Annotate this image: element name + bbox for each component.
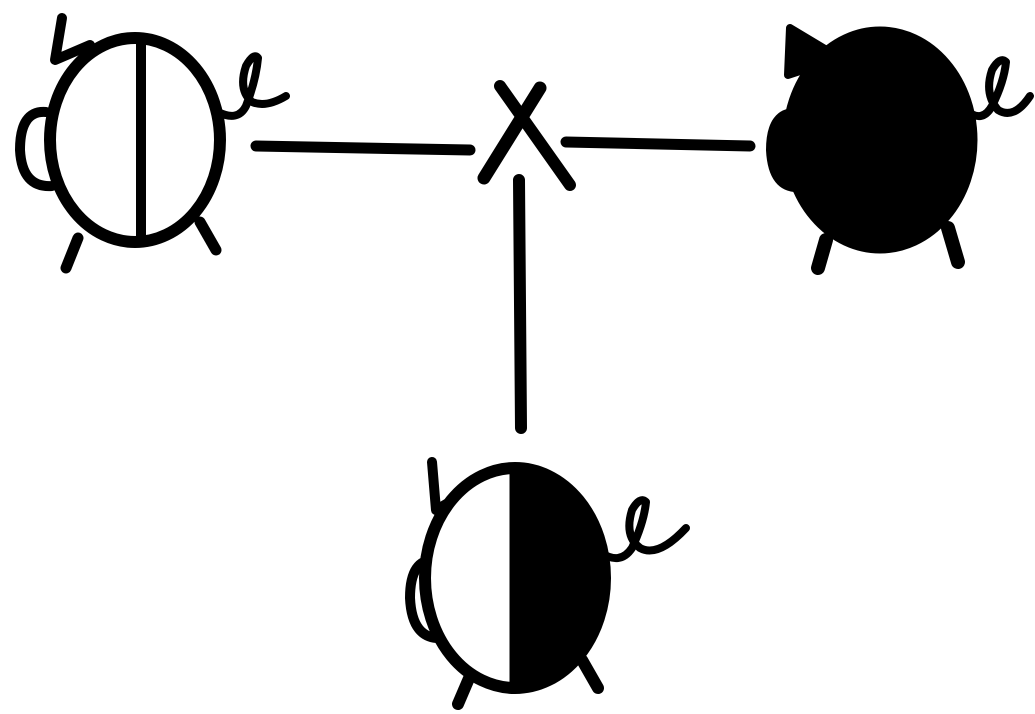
leg-icon xyxy=(818,240,826,268)
pig-body xyxy=(788,32,972,248)
leg-icon xyxy=(200,222,216,250)
connector-line-left xyxy=(256,146,470,150)
leg-icon xyxy=(458,676,470,704)
connector-line-right xyxy=(566,142,750,146)
parent-pig-right-icon xyxy=(770,28,1030,268)
leg-icon xyxy=(582,660,598,688)
leg-icon xyxy=(66,238,78,268)
tail-icon xyxy=(600,500,686,558)
leg-icon xyxy=(948,228,958,262)
pig-body xyxy=(50,38,220,242)
tail-icon xyxy=(966,60,1030,116)
pig-body-right-half xyxy=(515,468,605,688)
cross-x-icon xyxy=(484,86,570,185)
offspring-pig-icon xyxy=(410,462,686,704)
connector-line-down xyxy=(519,180,521,428)
tail-icon xyxy=(218,56,286,116)
parent-pig-left-icon xyxy=(20,18,286,268)
